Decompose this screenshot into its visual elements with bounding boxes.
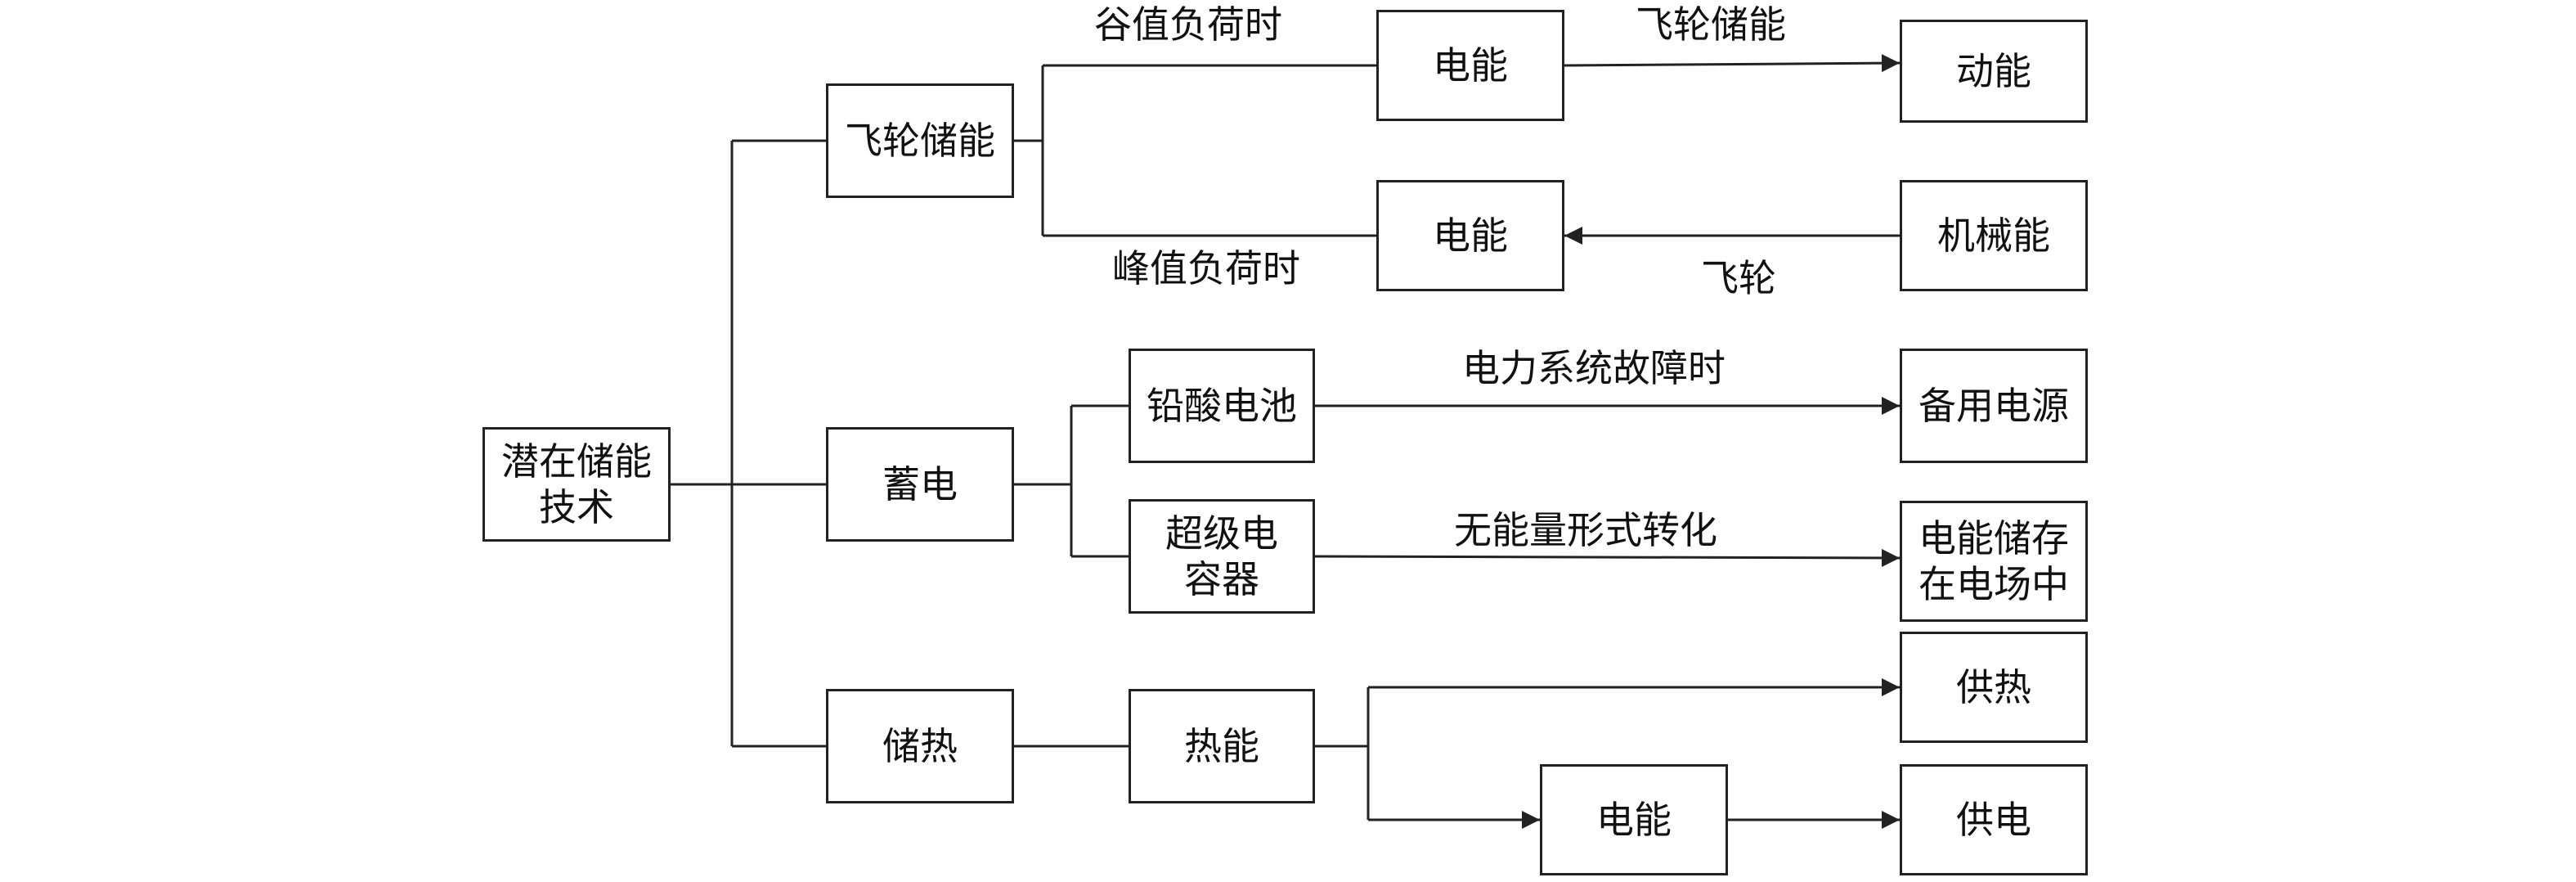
battery-fork — [1014, 406, 1073, 556]
thermal-fork — [1315, 687, 1370, 820]
node-lead-acid-battery: 铅酸电池 — [1129, 349, 1315, 463]
node-electric-bottom: 电能 — [1540, 764, 1728, 875]
node-flywheel-storage: 飞轮储能 — [826, 83, 1014, 198]
node-kinetic: 动能 — [1900, 20, 2088, 123]
node-power-supply: 供电 — [1900, 764, 2088, 875]
flywheel-fork — [1014, 65, 1044, 236]
label-valley-load: 谷值负荷时 — [1094, 2, 1282, 47]
node-battery: 蓄电 — [826, 427, 1014, 542]
node-backup-power: 备用电源 — [1900, 349, 2088, 463]
node-field-storage: 电能储存 在电场中 — [1900, 501, 2088, 622]
label-no-conversion: 无能量形式转化 — [1454, 508, 1717, 552]
label-fault: 电力系统故障时 — [1462, 346, 1726, 390]
node-heat-supply: 供热 — [1900, 632, 2088, 743]
label-flywheel-storage: 飞轮储能 — [1636, 2, 1786, 47]
label-flywheel: 飞轮 — [1701, 256, 1776, 300]
node-mechanical: 机械能 — [1900, 180, 2088, 291]
node-heat-storage: 储热 — [826, 689, 1014, 803]
node-supercapacitor: 超级电 容器 — [1129, 499, 1315, 614]
label-peak-load: 峰值负荷时 — [1112, 246, 1300, 290]
node-electric-top: 电能 — [1376, 10, 1564, 121]
node-electric-mid: 电能 — [1376, 180, 1564, 291]
node-thermal-energy: 热能 — [1129, 689, 1315, 803]
arrow-electric-to-kinetic — [1564, 54, 1901, 73]
arrow-supercap-to-field — [1314, 548, 1901, 567]
node-root: 潜在储能 技术 — [482, 427, 671, 542]
